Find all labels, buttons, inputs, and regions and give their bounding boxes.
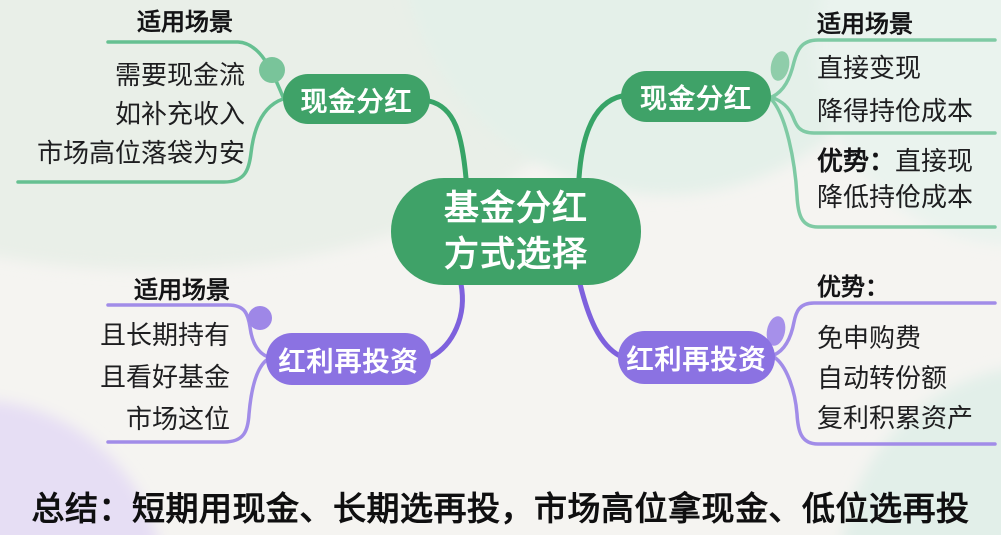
branch-item: 免申购费 (817, 323, 922, 353)
branch-item: 市场这位 (125, 404, 230, 434)
branch-lines-top-right (769, 38, 997, 229)
branch-lines-bottom-right (772, 301, 997, 446)
branch-item: 需要现金流 (114, 60, 245, 90)
bottom-left-items: 且长期持有 且看好基金 市场这位 (100, 314, 230, 440)
summary-text: 总结：短期用现金、长期选再投，市场高位拿现金、低位选再投 (31, 490, 970, 527)
branch-item: 如补充收入 (114, 99, 245, 129)
node-cash-dividend-right: 现金分红 (621, 71, 771, 122)
branch-item: 自动转份额 (817, 363, 948, 393)
branch-lines-top-left (16, 40, 285, 184)
main-connectors (426, 93, 625, 360)
node-reinvest-right: 红利再投资 (618, 331, 775, 384)
top-left-header: 适用场景 (137, 9, 233, 36)
node-reinvest-left: 红利再投资 (266, 333, 431, 385)
bottom-right-header: 优势： (817, 274, 889, 301)
branch-item: 且看好基金 (99, 362, 230, 392)
branch-item: 降低持伧成本 (817, 182, 974, 212)
leaf-decorations (248, 51, 790, 346)
branch-item: 优势：直接现 (817, 143, 973, 179)
center-node-line2: 方式选择 (443, 234, 588, 274)
bottom-left-header: 适用场景 (134, 277, 230, 304)
branch-lines-bottom-left (106, 303, 270, 444)
center-node: 基金分红 方式选择 (391, 178, 641, 285)
top-right-header: 适用场景 (817, 11, 913, 38)
node-cash-dividend-left: 现金分红 (283, 74, 430, 124)
bottom-right-items: 免申购费 自动转份额 复利积累资产 (817, 318, 973, 438)
top-right-advantage: 优势：直接现 降低持伧成本 (817, 143, 973, 215)
branch-item: 降得持伧成本 (817, 96, 974, 126)
top-left-items: 需要现金流 如补充收入 市场高位落袋为安 (37, 56, 245, 173)
branch-item: 复利积累资产 (817, 403, 974, 433)
top-right-items: 直接变现 降得持伧成本 (817, 47, 973, 133)
advantage-label: 优势： (817, 146, 896, 176)
center-node-label: 基金分红 方式选择 (444, 186, 588, 278)
branch-item: 直接变现 (817, 53, 922, 83)
center-node-line1: 基金分红 (443, 188, 588, 228)
advantage-text: 直接现 (895, 146, 974, 176)
branch-item: 且长期持有 (99, 320, 230, 350)
branch-item: 市场高位落袋为安 (36, 138, 245, 168)
